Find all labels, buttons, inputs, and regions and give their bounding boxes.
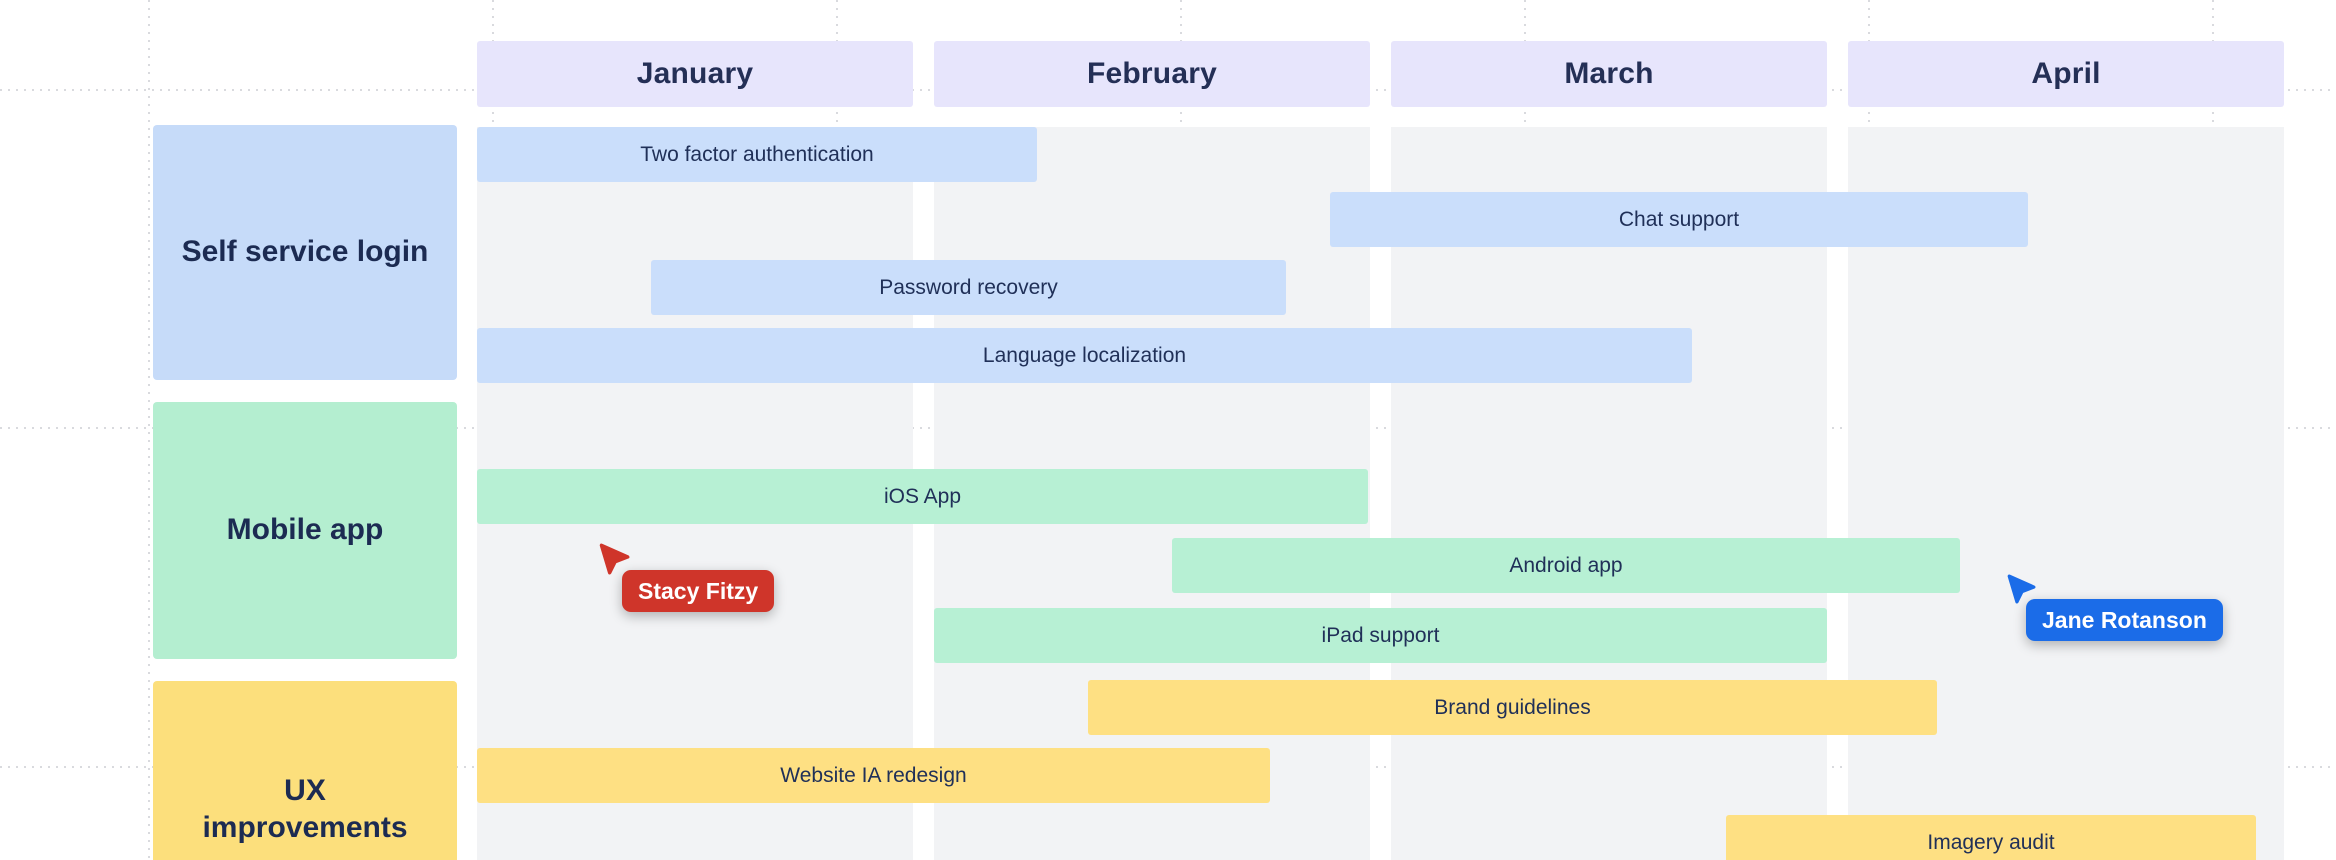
month-column-april [1848, 127, 2284, 860]
user-cursor-jane-rotanson: Jane Rotanson [2006, 574, 2223, 641]
task-bar-password-recovery[interactable]: Password recovery [651, 260, 1286, 315]
task-bar-two-factor-authentication[interactable]: Two factor authentication [477, 127, 1037, 182]
month-header-march[interactable]: March [1391, 41, 1827, 107]
task-bar-android-app[interactable]: Android app [1172, 538, 1960, 593]
month-column-march [1391, 127, 1827, 860]
month-header-february[interactable]: February [934, 41, 1370, 107]
task-bar-language-localization[interactable]: Language localization [477, 328, 1692, 383]
task-bar-imagery-audit[interactable]: Imagery audit [1726, 815, 2256, 860]
task-bar-website-ia-redesign[interactable]: Website IA redesign [477, 748, 1270, 803]
task-bar-ipad-support[interactable]: iPad support [934, 608, 1827, 663]
task-bar-ios-app[interactable]: iOS App [477, 469, 1368, 524]
cursor-name-badge: Jane Rotanson [2026, 599, 2223, 641]
task-bar-brand-guidelines[interactable]: Brand guidelines [1088, 680, 1937, 735]
category-mobile-app[interactable]: Mobile app [153, 402, 457, 659]
month-header-april[interactable]: April [1848, 41, 2284, 107]
cursor-name-badge: Stacy Fitzy [622, 570, 775, 612]
user-cursor-stacy-fitzy: Stacy Fitzy [598, 543, 775, 612]
category-ux-improvements[interactable]: UX improvements [153, 681, 457, 860]
grid-line-vertical [148, 0, 150, 860]
cursor-arrow-icon [599, 543, 630, 575]
task-bar-chat-support[interactable]: Chat support [1330, 192, 2028, 247]
cursor-arrow-icon [2007, 574, 2036, 604]
category-self-service-login[interactable]: Self service login [153, 125, 457, 380]
month-header-january[interactable]: January [477, 41, 913, 107]
